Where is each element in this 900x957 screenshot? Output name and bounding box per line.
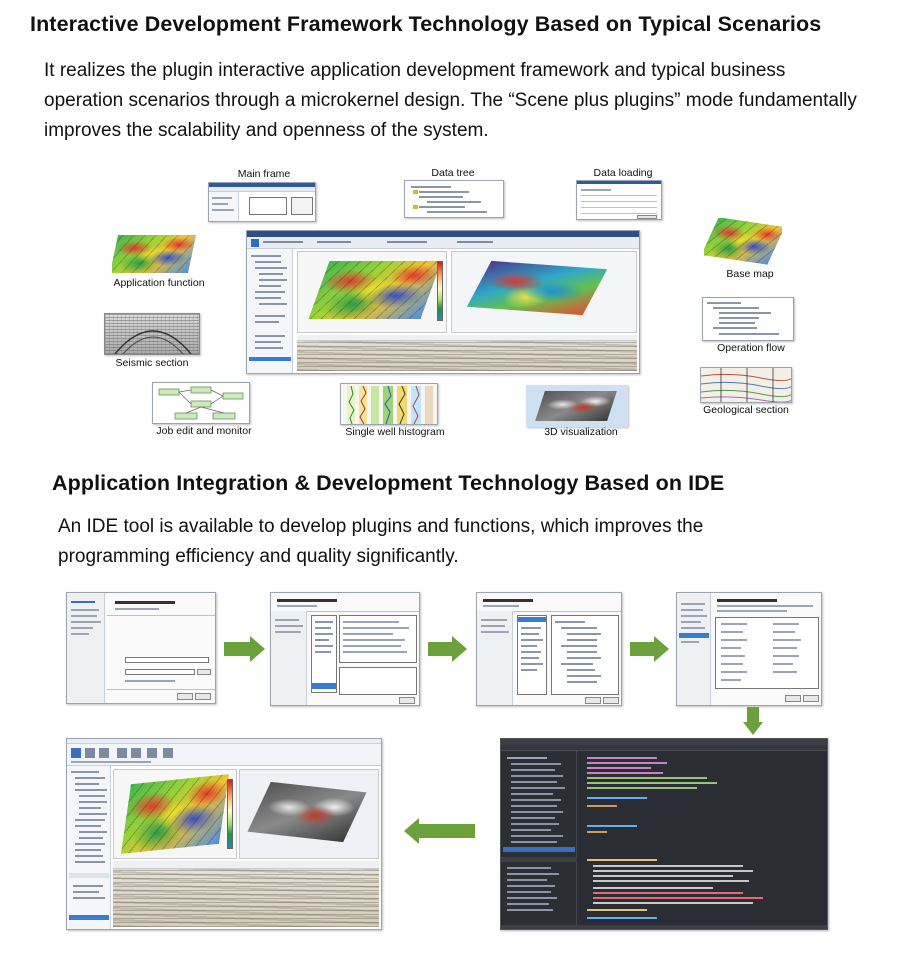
- section1-paragraph: It realizes the plugin interactive appli…: [44, 60, 857, 141]
- flow-arrow-right-3: [630, 642, 654, 656]
- caption-operation-flow: Operation flow: [717, 342, 785, 354]
- seismic-section-image: [104, 313, 200, 355]
- ide-code-editor-screenshot: [500, 738, 828, 930]
- single-well-histogram-image: [340, 383, 438, 425]
- job-edit-screenshot: [152, 382, 250, 424]
- geological-layers-icon: [701, 368, 791, 402]
- flow-arrow-right-1-head: [250, 636, 265, 662]
- main-frame-screenshot: [208, 182, 316, 222]
- flow-arrow-right-2: [428, 642, 452, 656]
- caption-single-well: Single well histogram: [345, 426, 445, 438]
- seismic-hyperbola-icon: [114, 330, 192, 354]
- workflow-diagram-icon: [158, 386, 244, 420]
- well-log-tracks-icon: [347, 385, 433, 424]
- ide-wizard-step2: [270, 592, 420, 706]
- section2-heading: Application Integration & Development Te…: [52, 471, 725, 495]
- section1-heading: Interactive Development Framework Techno…: [30, 12, 822, 36]
- application-function-image: [112, 233, 196, 277]
- data-loading-screenshot: [576, 180, 662, 220]
- flow-arrow-right-3-head: [654, 636, 669, 662]
- flow-arrow-down: [747, 707, 759, 723]
- flow-arrow-down-head: [743, 722, 763, 735]
- ide-wizard-step1: [66, 592, 216, 704]
- caption-data-tree: Data tree: [431, 167, 475, 179]
- base-map-image: [704, 218, 782, 266]
- flow-arrow-left: [419, 824, 475, 838]
- caption-data-loading: Data loading: [593, 167, 653, 179]
- caption-application-function: Application function: [113, 277, 205, 289]
- geological-section-image: [700, 367, 792, 403]
- central-framework-screenshot: [246, 230, 640, 374]
- caption-seismic-section: Seismic section: [115, 357, 189, 369]
- caption-3d-visualization: 3D visualization: [544, 426, 618, 438]
- ide-wizard-step3: [476, 592, 622, 706]
- operation-flow-screenshot: [702, 297, 794, 341]
- ide-wizard-step4: [676, 592, 822, 706]
- caption-base-map: Base map: [726, 268, 774, 280]
- flow-arrow-right-1: [224, 642, 250, 656]
- caption-job-edit: Job edit and monitor: [156, 425, 252, 437]
- section2-paragraph: An IDE tool is available to develop plug…: [58, 516, 704, 567]
- final-application-screenshot: [66, 738, 382, 930]
- visualization-3d-image: [526, 385, 628, 427]
- caption-geological-section: Geological section: [703, 404, 789, 416]
- data-tree-screenshot: [404, 180, 504, 218]
- flow-arrow-left-head: [404, 818, 419, 844]
- caption-main-frame: Main frame: [237, 168, 291, 180]
- flow-arrow-right-2-head: [452, 636, 467, 662]
